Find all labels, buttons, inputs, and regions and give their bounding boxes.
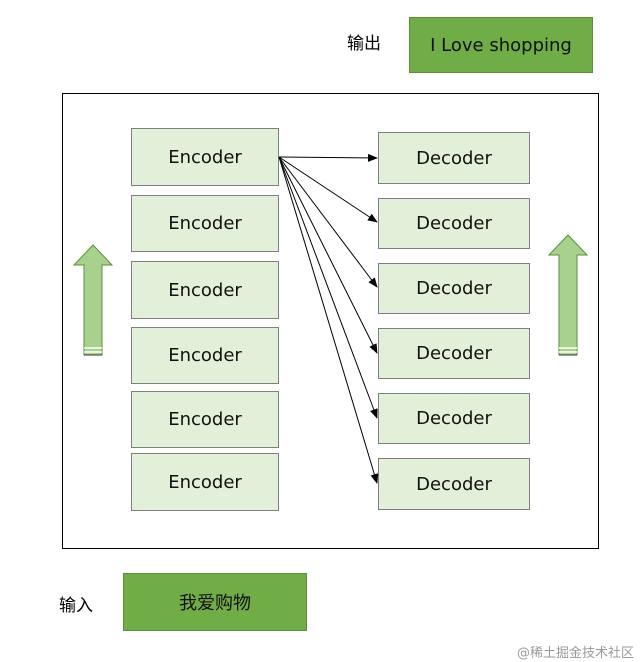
decoder-block: Decoder xyxy=(378,132,530,184)
output-label: 输出 xyxy=(347,34,381,54)
encoder-block: Encoder xyxy=(131,453,279,511)
decoder-block: Decoder xyxy=(378,328,530,379)
watermark: @稀土掘金技术社区 xyxy=(517,646,635,661)
decoder-block: Decoder xyxy=(378,263,530,314)
encoder-block: Encoder xyxy=(131,327,279,384)
decoder-block: Decoder xyxy=(378,393,530,444)
decoder-block: Decoder xyxy=(378,198,530,249)
connection-arrow xyxy=(278,156,378,354)
encoder-block: Encoder xyxy=(131,261,279,319)
connection-arrow xyxy=(278,156,378,288)
input-box: 我爱购物 xyxy=(123,573,307,631)
left-up-arrow-icon xyxy=(72,244,114,356)
encoder-block: Encoder xyxy=(131,391,279,448)
right-up-arrow-icon xyxy=(547,234,589,356)
connection-arrow xyxy=(278,156,379,484)
connection-arrow xyxy=(278,153,378,162)
output-box: I Love shopping xyxy=(409,17,593,73)
input-label: 输入 xyxy=(59,596,93,616)
decoder-block: Decoder xyxy=(378,458,530,510)
connection-arrow xyxy=(278,156,378,419)
encoder-block: Encoder xyxy=(131,195,279,252)
encoder-block: Encoder xyxy=(131,128,279,186)
connection-arrow xyxy=(278,156,378,223)
